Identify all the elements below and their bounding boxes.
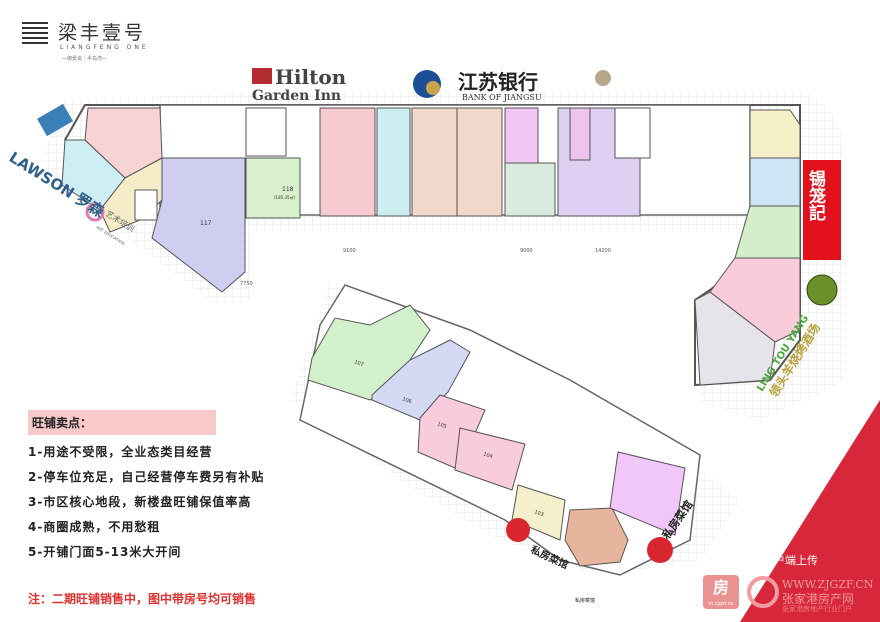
app-icon-label: 房 xyxy=(712,578,729,597)
shop-pink-east xyxy=(709,257,801,343)
shop-tan-2 xyxy=(456,107,503,217)
selling-point-item: 5-开铺门面5-13米大开间 xyxy=(28,545,182,559)
unit-106-label: 106 xyxy=(401,396,412,405)
dimension-label: 9000 xyxy=(520,248,533,254)
bank-name-en: BANK OF JIANGSU xyxy=(462,93,542,102)
boutique-hotel-logo-icon xyxy=(595,70,611,86)
hilton-logo-icon xyxy=(252,68,272,84)
unit-107-label: 107 xyxy=(353,359,364,368)
lawson-building-icon xyxy=(37,103,73,137)
unit-104-label: 104 xyxy=(482,451,493,460)
unit-117 xyxy=(151,157,246,293)
hilton-line2: Garden Inn xyxy=(252,88,341,104)
logo-tagline: —御景说｜半岛湾— xyxy=(62,56,108,62)
hilton-line1: Hilton xyxy=(275,65,347,89)
stairs-block xyxy=(245,107,287,157)
shop-gray-east xyxy=(694,291,776,386)
selling-points: 旺铺卖点： 1-用途不受限，全业态类目经营 2-停车位充足，自己经营停车费另有补… xyxy=(28,410,288,560)
shop-yellow-east xyxy=(749,109,801,159)
unit-118 xyxy=(245,157,301,219)
sifang-logo-icon xyxy=(506,518,530,542)
unit-103 xyxy=(511,484,566,541)
xilongji-label: 锡笼記 xyxy=(805,169,827,222)
unit-106 xyxy=(371,339,471,421)
dimension-label: 7750 xyxy=(240,281,253,287)
sifang-logo-icon-2 xyxy=(647,537,673,563)
shop-magenta-south xyxy=(609,451,686,536)
unit-118-label: 118 xyxy=(282,186,294,193)
unit-105-label: 105 xyxy=(436,421,447,430)
watermark-site-url: WWW.ZJGZF.CN xyxy=(782,578,874,591)
watermark-site-logo-icon xyxy=(747,576,779,608)
shop-magenta-1 xyxy=(504,107,539,164)
logo-name-en: LIANGFENG ONE xyxy=(60,44,149,51)
selling-points-title: 旺铺卖点： xyxy=(28,410,216,435)
dimension-label: 9100 xyxy=(343,248,356,254)
selling-point-item: 3-市区核心地段，新楼盘旺铺保值率高 xyxy=(28,495,252,509)
sifang-label-3: 私房菜馆 xyxy=(575,597,595,604)
app-url: m.zjgzf.cn xyxy=(708,601,734,607)
watermark-site-sub: 张家港房地产行业门户 xyxy=(782,605,852,613)
dimension-label: 14200 xyxy=(595,248,611,254)
shop-tan-1 xyxy=(411,107,458,217)
brand-board-xilongji xyxy=(803,160,841,260)
stair-west xyxy=(134,189,158,221)
bank-name-cn: 江苏银行 xyxy=(458,70,538,94)
bank-logo-gold-icon xyxy=(426,81,440,95)
watermark-banner xyxy=(740,400,880,622)
unit-117-label: 117 xyxy=(200,220,212,227)
stairs-east xyxy=(614,107,651,159)
art-education-logo-icon xyxy=(85,202,105,222)
unit-107 xyxy=(307,304,431,401)
unit-103-label: 103 xyxy=(533,509,544,518)
house-app-icon: 房 m.zjgzf.cn xyxy=(703,575,739,609)
sales-note: 注：二期旺铺销售中，图中带房号均可销售 xyxy=(28,592,257,606)
selling-point-item: 4-商圈成熟，不用愁租 xyxy=(28,520,161,534)
shop-pink-2 xyxy=(569,107,591,161)
shop-cyan-1 xyxy=(376,107,411,217)
watermark-upload-text: 客户端上传 xyxy=(763,554,818,567)
selling-point-item: 1-用途不受限，全业态类目经营 xyxy=(28,445,213,459)
shop-pink-1 xyxy=(319,107,376,217)
unit-104 xyxy=(454,427,526,491)
unit-118-area: (185.35㎡) xyxy=(274,194,296,200)
shop-blue-east xyxy=(749,157,801,207)
lingtouyang-logo-icon xyxy=(806,274,838,306)
selling-point-item: 2-停车位充足，自己经营停车费另有补贴 xyxy=(28,470,265,484)
logo-name-cn: 梁丰壹号 xyxy=(58,22,147,44)
shop-sage-1 xyxy=(504,162,556,217)
logo-mark-icon xyxy=(22,22,48,48)
watermark-site-name: 张家港房产网 xyxy=(782,592,855,606)
